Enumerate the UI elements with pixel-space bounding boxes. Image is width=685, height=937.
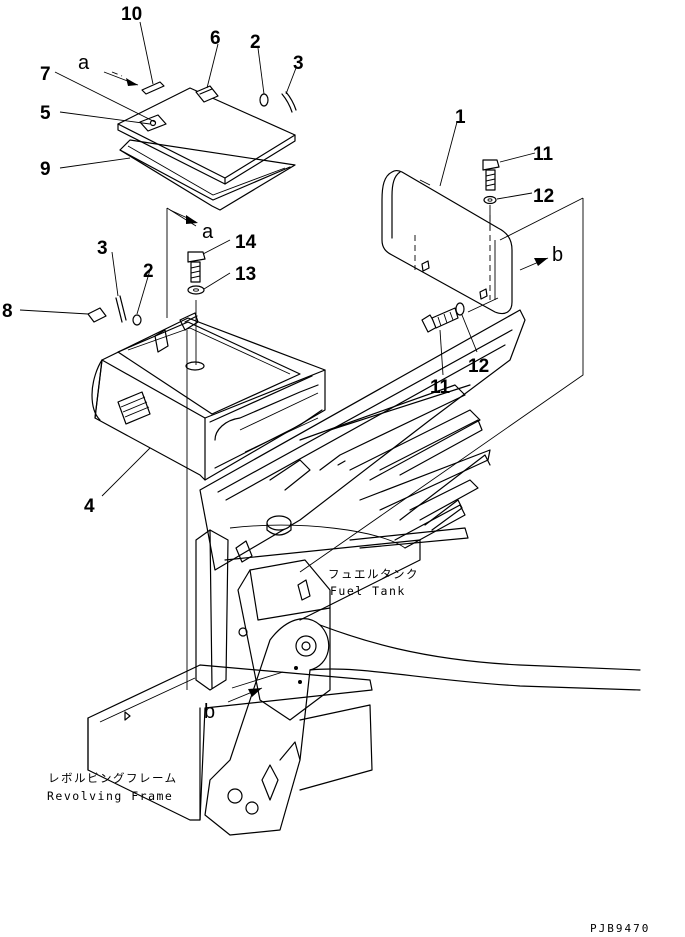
lid-assembly [117,81,297,185]
part-number-5: 5 [40,103,51,124]
part-number-14: 14 [235,232,257,253]
pin-3-mid [115,297,123,323]
view-letter-a-top: a [78,52,90,74]
revolving-frame-label-jp: レボルビングフレーム [48,771,178,785]
view-arrows [103,71,549,703]
assembly-lines [166,197,584,690]
drawing-code: PJB9470 [590,922,650,935]
tool-box [91,312,326,481]
part-number-4: 4 [84,496,95,517]
washer-12-bottom [455,302,465,316]
cap-8 [87,307,107,323]
part-number-11-top: 11 [533,144,554,165]
part-number-2-mid: 2 [143,261,154,282]
part-number-8: 8 [2,301,13,322]
part-number-2-top: 2 [250,32,261,53]
bolt-14 [187,251,206,283]
leader-lines [19,21,536,497]
bolt-11-bottom [421,307,459,333]
part-number-3-mid: 3 [97,238,108,259]
fuel-tank-label-jp: フュエルタンク [328,567,419,581]
fuel-tank [199,309,526,621]
part-number-1: 1 [455,107,466,128]
bolt-11-top [482,159,500,191]
part-numbers: 10 6 2 3 7 5 9 1 11 12 14 13 3 2 8 4 11 … [2,4,554,517]
part-number-6: 6 [210,28,221,49]
washer-12-top [483,195,497,205]
side-cover [381,169,513,315]
view-letter-b-right: b [552,244,563,266]
part-number-7: 7 [40,64,51,85]
gasket [119,139,296,211]
view-letter-a-mid: a [202,221,214,243]
view-letters: a a b b [78,52,563,723]
revolving-frame-label-en: Revolving Frame [47,789,173,803]
ring-2-mid [132,314,142,326]
part-number-11-bottom: 11 [430,377,451,398]
washer-13 [187,285,205,295]
part-number-9: 9 [40,159,51,180]
part-number-10: 10 [121,4,142,25]
part-number-13: 13 [235,264,256,285]
part-number-12-top: 12 [533,186,554,207]
view-letter-b-bottom: b [204,701,215,723]
revolving-frame [87,529,641,836]
fuel-tank-label-en: Fuel Tank [330,584,406,598]
part-number-12-bottom: 12 [468,356,489,377]
part-number-3-top: 3 [293,53,304,74]
